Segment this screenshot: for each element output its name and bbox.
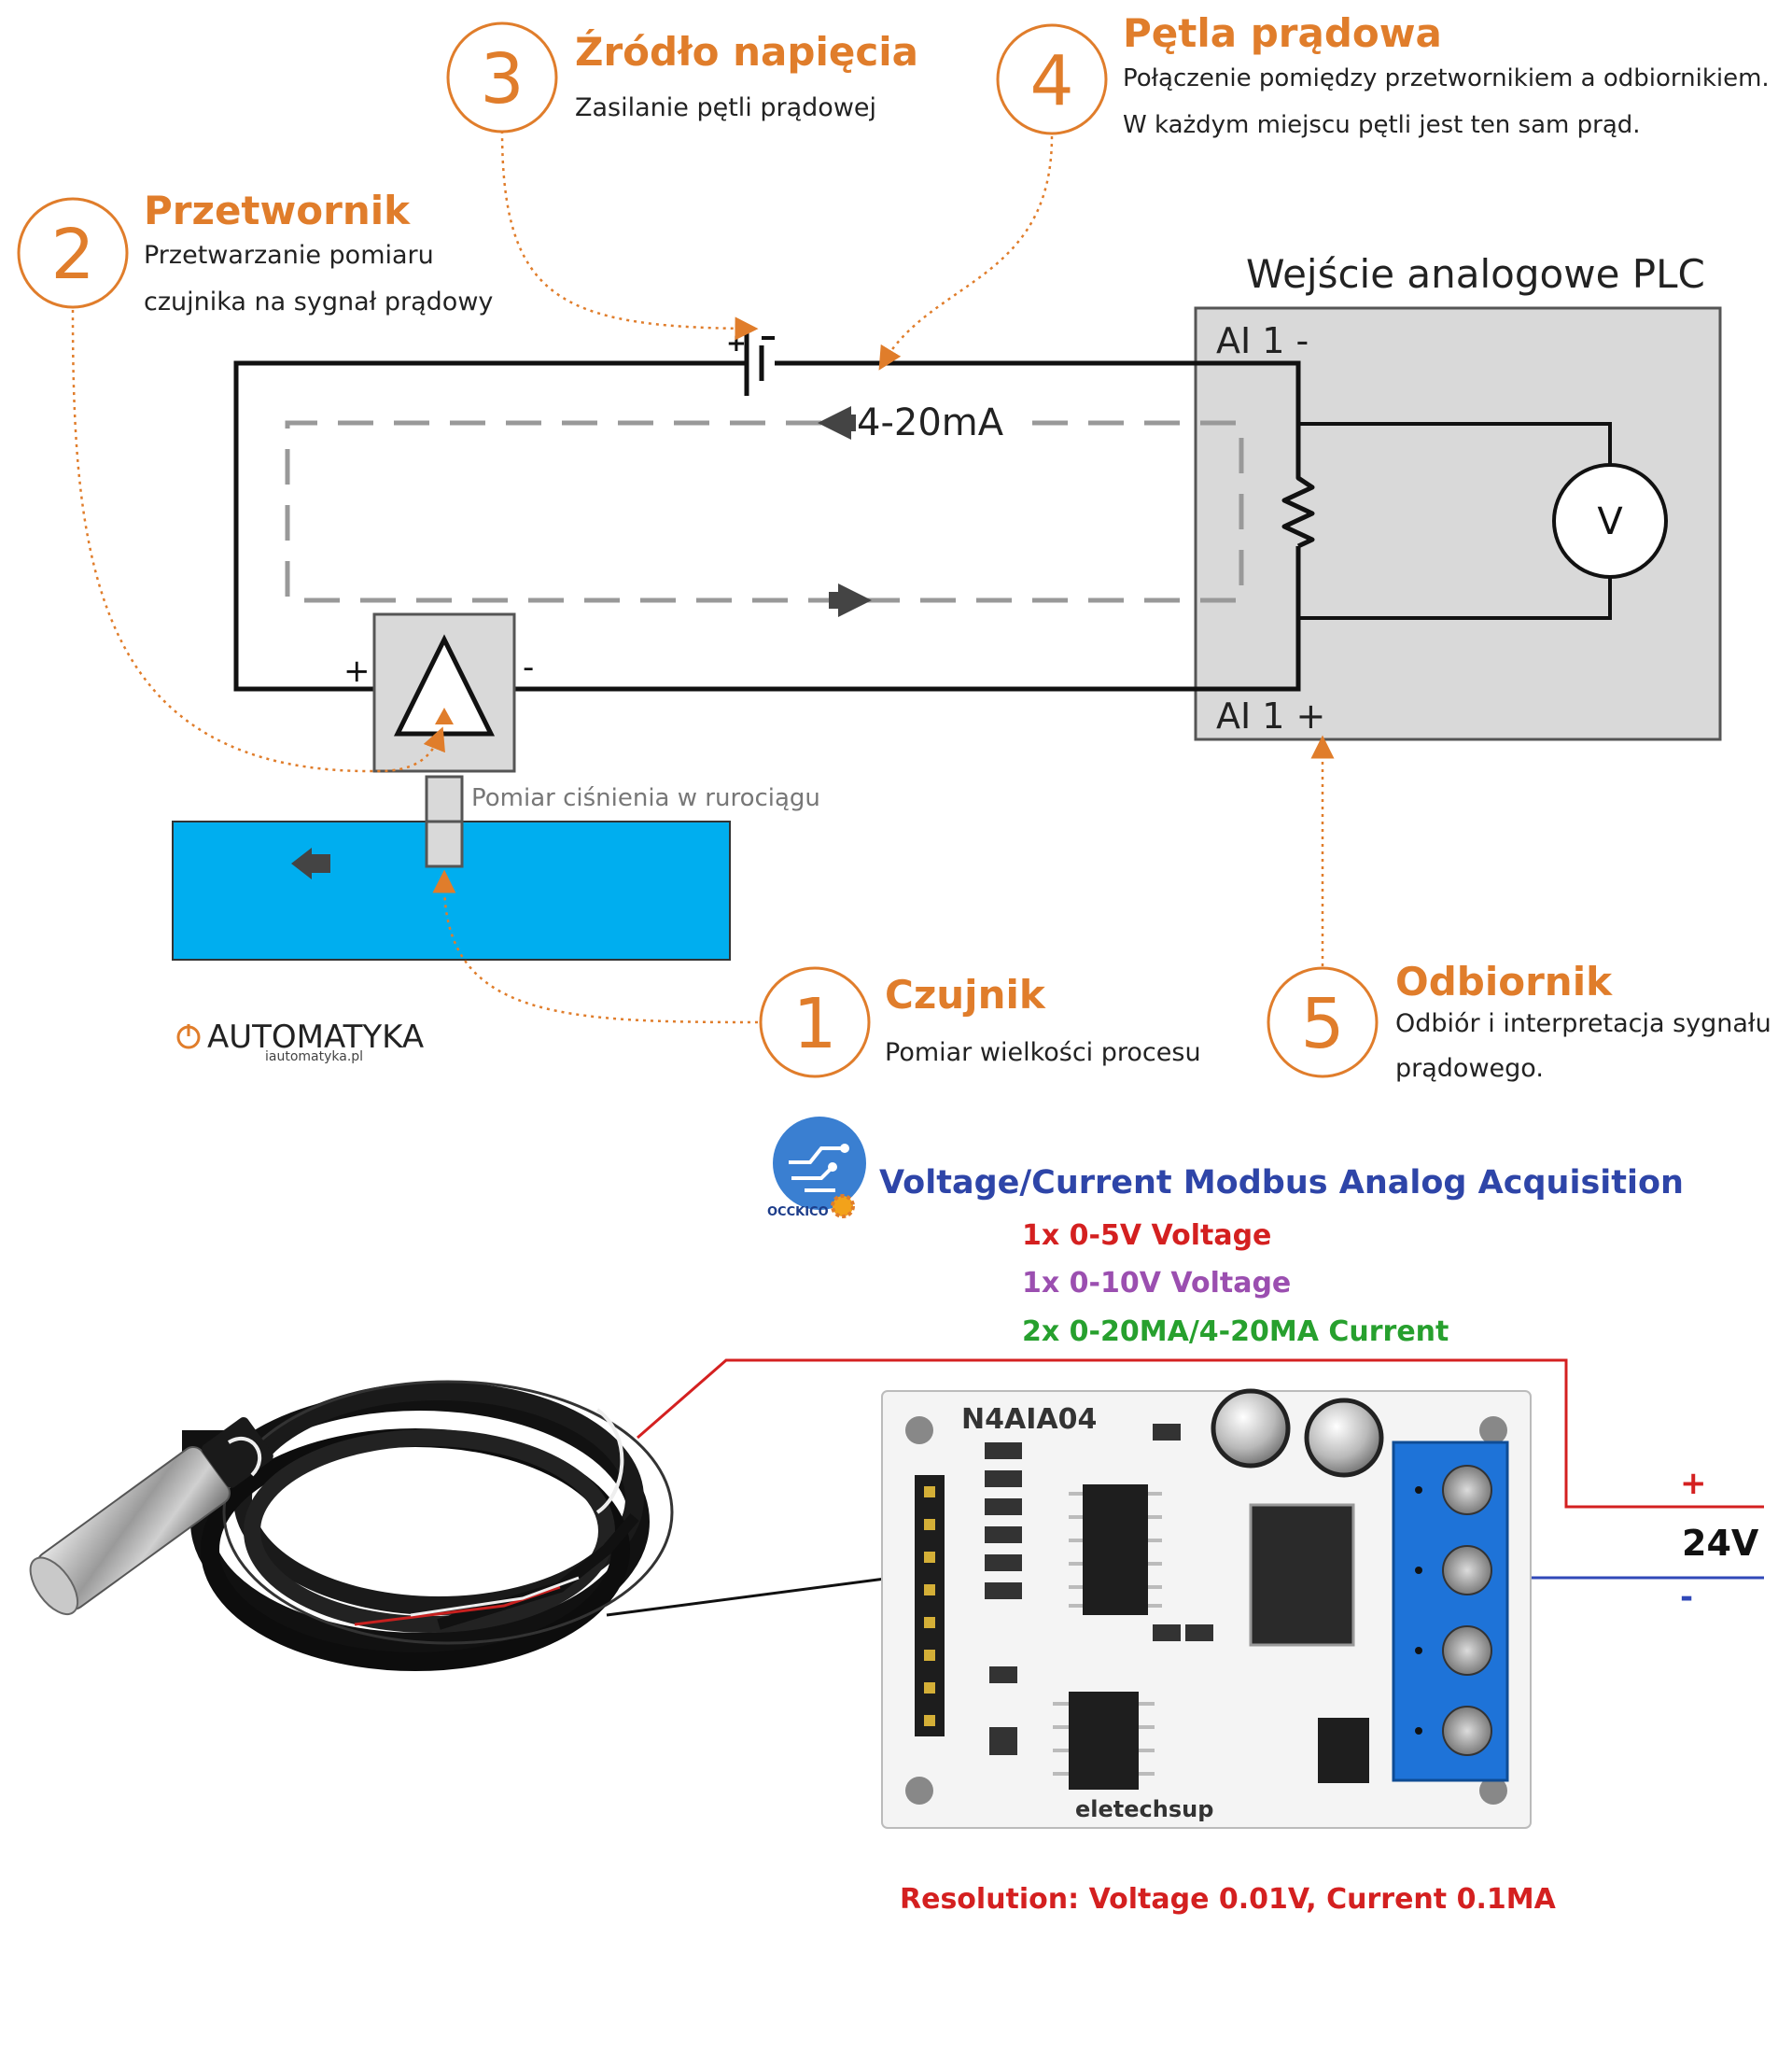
callout-2: 2 Przetwornik Przetwarzanie pomiaru czuj…	[17, 188, 493, 316]
voltmeter-circle	[1552, 463, 1668, 579]
callout-3-circle	[446, 21, 558, 134]
callout-4-title: Pętla prądowa	[1123, 10, 1442, 56]
pipe-flow-arrow	[291, 848, 312, 879]
transmitter-plus: +	[343, 653, 371, 690]
callout-3-number: 3	[480, 39, 524, 119]
callout-3-title: Źródło napięcia	[575, 28, 918, 75]
callout-2-line-2: czujnika na sygnał prądowy	[144, 288, 493, 316]
resolution-note: Resolution: Voltage 0.01V, Current 0.1MA	[900, 1883, 1557, 1916]
connector-4	[878, 135, 1054, 371]
current-flow-path	[285, 420, 1244, 603]
module-spec-1: 1x 0-5V Voltage	[1022, 1219, 1271, 1252]
callout-5-line-1: Odbiór i interpretacja sygnału	[1395, 1009, 1771, 1038]
callout-1: 1 Czujnik Pomiar wielkości procesu	[759, 966, 1201, 1078]
loop-wire-bottom	[514, 546, 1301, 692]
callout-5-title: Odbiornik	[1395, 959, 1613, 1005]
ai-minus-label: AI 1 -	[1216, 320, 1309, 361]
terminal-screw-3	[1442, 1625, 1492, 1676]
current-label: 4-20mA	[857, 401, 1004, 444]
callout-2-line-1: Przetwarzanie pomiaru	[144, 241, 434, 270]
current-arrow-left	[818, 406, 851, 440]
pipe-label: Pomiar ciśnienia w rurociągu	[471, 784, 820, 812]
terminal-screw-2	[1442, 1545, 1492, 1595]
module-spec-2: 1x 0-10V Voltage	[1022, 1267, 1291, 1300]
n4aia04-board: N4AIA04 eletechsup	[881, 1388, 1532, 1829]
callout-3-line-1: Zasilanie pętli prądowej	[575, 93, 876, 122]
supply-minus: -	[1680, 1579, 1693, 1616]
loop-wire-top-right	[775, 360, 1301, 471]
callout-4-number: 4	[1029, 41, 1073, 121]
callout-1-circle	[759, 966, 871, 1078]
occkico-logo: OCCKICO	[767, 1117, 866, 1219]
occkico-text: OCCKICO	[767, 1205, 829, 1219]
callout-4: 4 Pętla prądowa Połączenie pomiędzy prze…	[996, 10, 1770, 139]
callout-1-line-1: Pomiar wielkości procesu	[885, 1038, 1201, 1067]
callout-2-circle	[17, 197, 129, 309]
callout-5-number: 5	[1300, 984, 1344, 1064]
callout-3: 3 Źródło napięcia Zasilanie pętli prądow…	[446, 21, 918, 134]
callout-5: 5 Odbiornik Odbiór i interpretacja sygna…	[1267, 959, 1771, 1083]
callout-4-line-2: W każdym miejscu pętli jest ten sam prąd…	[1123, 111, 1641, 139]
logo-site: iautomatyka.pl	[265, 1049, 363, 1064]
callout-1-title: Czujnik	[885, 972, 1046, 1018]
module-title: Voltage/Current Modbus Analog Acquisitio…	[879, 1164, 1684, 1202]
logo-brand: AUTOMATYKA	[207, 1019, 424, 1056]
svg-text:+: +	[726, 330, 747, 358]
ic-chip-1	[1083, 1484, 1148, 1615]
callout-4-circle	[996, 23, 1108, 135]
callout-1-number: 1	[792, 984, 836, 1064]
capacitor-2	[1304, 1398, 1384, 1478]
terminal-screw-4	[1442, 1706, 1492, 1756]
gear-icon	[831, 1194, 855, 1218]
terminal-screw-1	[1442, 1465, 1492, 1515]
regulator-u3	[1249, 1503, 1355, 1647]
loop-wire-top	[233, 360, 747, 692]
callout-4-line-1: Połączenie pomiędzy przetwornikiem a odb…	[1123, 64, 1770, 92]
supply-voltage: 24V	[1682, 1523, 1759, 1564]
callout-5-line-2: prądowego.	[1395, 1054, 1544, 1083]
callout-5-circle	[1267, 966, 1379, 1078]
transmitter-orange-arrow	[435, 708, 454, 724]
transmitter-minus: -	[523, 649, 534, 686]
capacitor-1	[1211, 1388, 1291, 1469]
automatyka-logo: AUTOMATYKA iautomatyka.pl	[176, 1019, 424, 1064]
module-spec-3: 2x 0-20MA/4-20MA Current	[1022, 1315, 1449, 1348]
board-maker: eletechsup	[1075, 1796, 1213, 1822]
callout-2-number: 2	[50, 215, 94, 295]
supply-plus: +	[1680, 1465, 1707, 1502]
wire-black-to-board	[606, 1576, 893, 1617]
wire-red-to-supply	[637, 1358, 1764, 1509]
callout-2-title: Przetwornik	[144, 188, 411, 233]
plc-title: Wejście analogowe PLC	[1246, 251, 1705, 297]
connector-1	[432, 869, 759, 1024]
current-arrow-right	[838, 583, 872, 617]
module-section: OCCKICO Voltage/Current Modbus Analog Ac…	[29, 1117, 1764, 1916]
connector-3	[500, 130, 759, 341]
current-loop-diagram: Wejście analogowe PLC AI 1 - AI 1 + V + …	[71, 130, 1722, 1024]
pressure-probe-image	[29, 1380, 674, 1671]
board-name: N4AIA04	[961, 1403, 1097, 1436]
voltmeter-label: V	[1597, 500, 1623, 543]
resistor-symbol	[1281, 471, 1315, 549]
voltmeter-wire	[1298, 422, 1612, 620]
ai-plus-label: AI 1 +	[1216, 696, 1325, 737]
ic-chip-2	[1069, 1692, 1139, 1790]
